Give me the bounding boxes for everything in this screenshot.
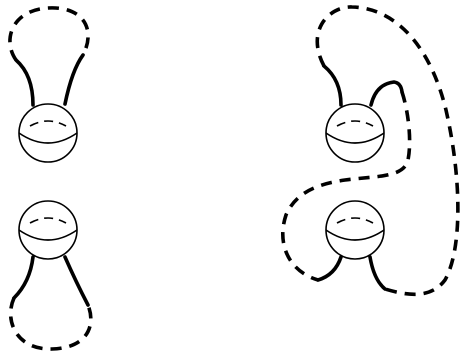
right-top-leg-left [324,66,341,105]
left-bottom-dashed-loop [11,298,91,349]
right-panel [283,7,458,294]
left-top-dashed-loop [10,8,88,60]
right-bottom-leg-right [370,257,385,289]
right-top-leg-right [371,82,402,105]
left-top-leg-left [16,60,33,105]
left-bottom-sphere [19,201,77,259]
left-bottom-leg-right [65,257,88,305]
right-top-sphere [326,104,384,162]
left-panel [10,8,91,349]
right-bottom-leg-left [318,257,341,280]
left-bottom-leg-left [14,257,33,298]
right-bottom-sphere [326,201,384,259]
left-top-sphere [19,104,77,162]
left-top-leg-right [65,55,83,104]
